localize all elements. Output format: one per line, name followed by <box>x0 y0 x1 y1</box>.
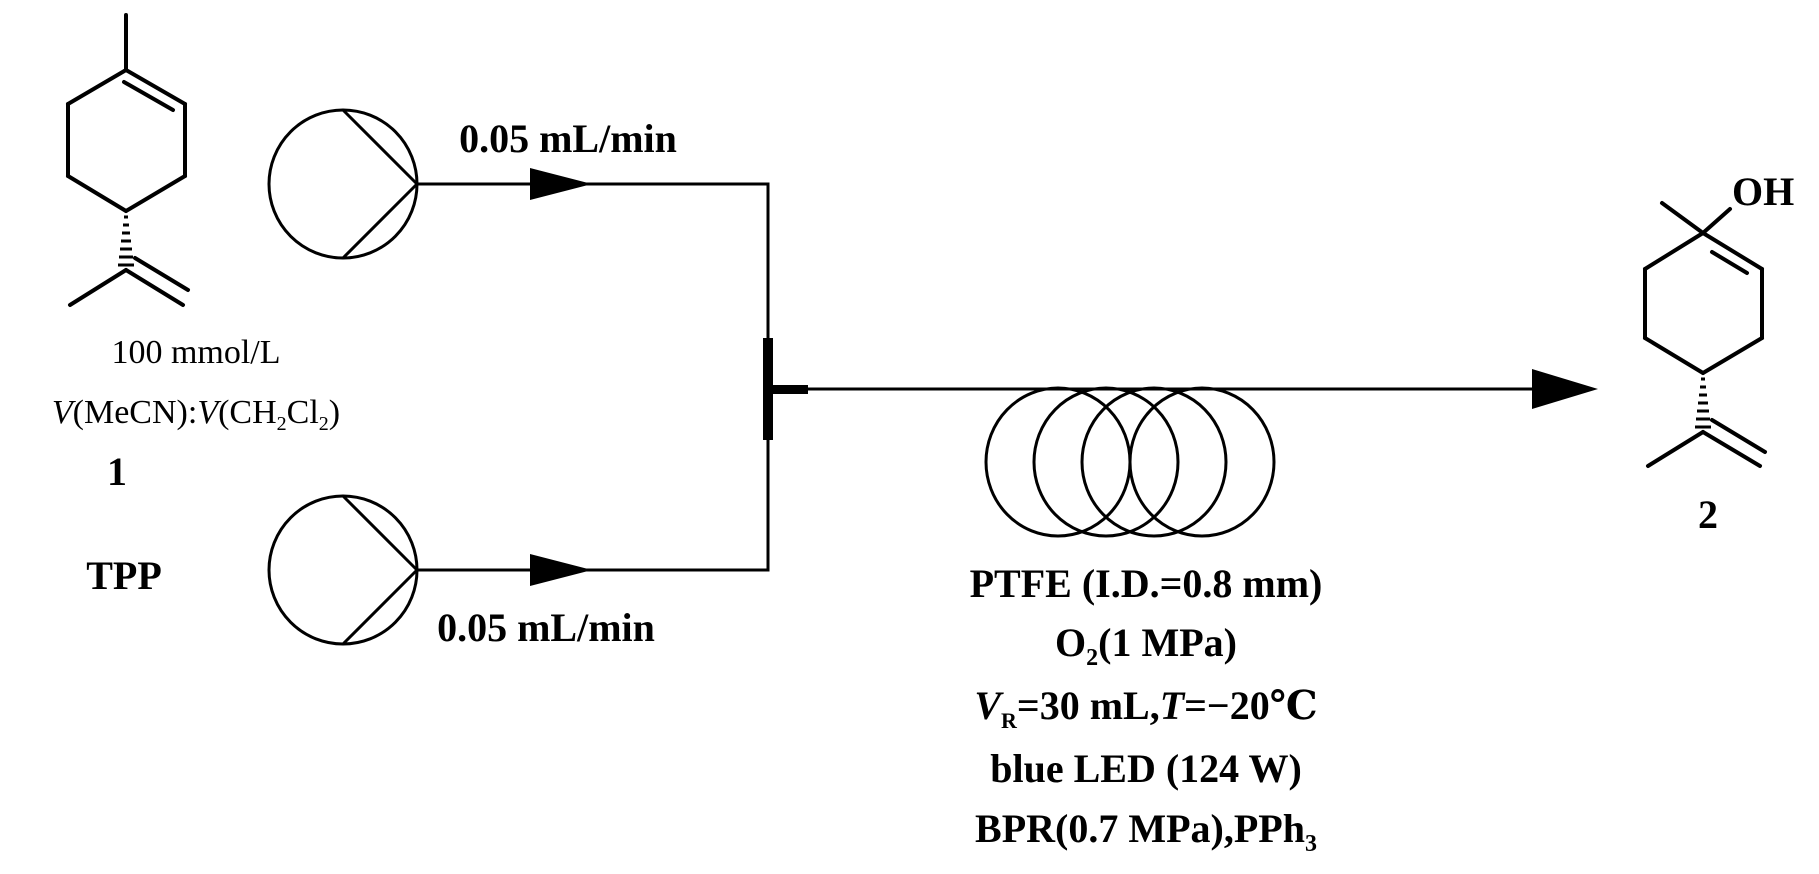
t-mixer-outlet <box>768 385 808 394</box>
reactor-light-source: blue LED (124 W) <box>990 746 1302 791</box>
top-pump-icon <box>267 108 419 260</box>
reactant-concentration: 100 mmol/L <box>111 334 280 371</box>
product-number: 2 <box>1698 492 1718 537</box>
reactor-volume-temperature: VR=30 mL,T=−20℃ <box>974 683 1317 733</box>
top-flow-rate: 0.05 mL/min <box>459 116 677 161</box>
product-oh-label: OH <box>1732 169 1794 214</box>
reactant-solvent-ratio: V(MeCN):V(CH2Cl2) <box>52 394 340 435</box>
product-hashed-bond <box>1695 377 1711 429</box>
reactor-tubing: PTFE (I.D.=0.8 mm) <box>970 561 1323 606</box>
top-flow-arrow <box>530 168 592 200</box>
reactant-number: 1 <box>107 449 127 494</box>
reactor-oxygen: O2(1 MPa) <box>1055 620 1237 671</box>
feed-lines <box>417 182 770 572</box>
bottom-pump-icon <box>267 494 419 646</box>
reactant-hashed-bond <box>118 215 134 267</box>
coil-reactor-icon <box>984 386 1276 538</box>
outlet-arrow <box>1532 369 1598 409</box>
bottom-flow-arrow <box>530 554 592 586</box>
photosensitizer-label: TPP <box>86 553 162 598</box>
product-structure <box>1643 201 1767 468</box>
bottom-flow-rate: 0.05 mL/min <box>437 605 655 650</box>
reactor-bpr: BPR(0.7 MPa),PPh3 <box>975 806 1317 857</box>
reactant-structure <box>66 13 190 307</box>
